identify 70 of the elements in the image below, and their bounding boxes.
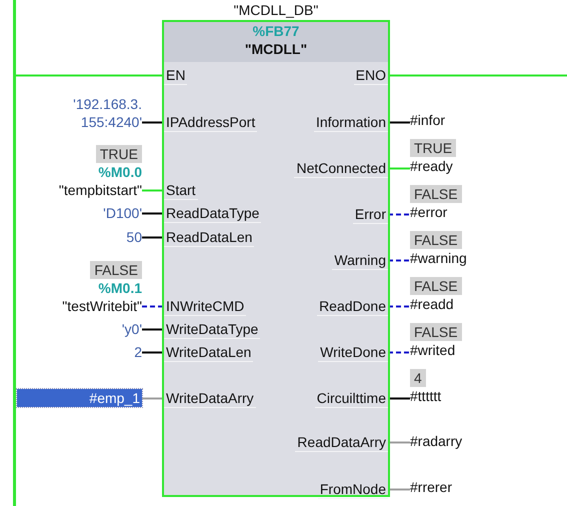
wire bbox=[388, 352, 410, 354]
constant-value: 50 bbox=[2, 228, 142, 246]
pin-label: EN bbox=[164, 66, 188, 85]
status-value: FALSE bbox=[410, 185, 462, 203]
status-value: FALSE bbox=[410, 323, 462, 341]
wire bbox=[388, 168, 410, 170]
constant-value: 'D100' bbox=[2, 204, 142, 222]
pin-label: Circuilttime bbox=[314, 389, 388, 408]
address-label: %M0.0 bbox=[98, 163, 142, 181]
pin-label: WriteDataArry bbox=[164, 389, 256, 408]
constant-value: '192.168.3. 155:4240' bbox=[50, 95, 142, 131]
wire bbox=[388, 122, 410, 124]
status-value: FALSE bbox=[410, 277, 462, 295]
wire bbox=[388, 398, 410, 400]
status-value: TRUE bbox=[96, 145, 142, 163]
variable-name: #rrerer bbox=[410, 478, 452, 496]
wire bbox=[388, 260, 410, 262]
wire bbox=[388, 306, 410, 308]
wire bbox=[388, 214, 410, 216]
block-name: "MCDLL" bbox=[244, 40, 308, 58]
pin-label: Error bbox=[352, 205, 388, 224]
pin-label: ReadDataArry bbox=[295, 433, 388, 452]
pin-label: Start bbox=[164, 181, 198, 200]
pin-label: WriteDataLen bbox=[164, 343, 254, 362]
wire bbox=[142, 190, 164, 192]
status-value: TRUE bbox=[410, 139, 456, 157]
wire bbox=[142, 236, 164, 238]
pin-label: ENO bbox=[354, 66, 388, 85]
variable-name: "testWritebit" bbox=[62, 297, 142, 315]
wire bbox=[142, 306, 164, 308]
instance-name: "MCDLL_DB" bbox=[232, 1, 320, 19]
pin-label: INWriteCMD bbox=[164, 297, 246, 316]
variable-name: #warning bbox=[410, 249, 467, 267]
selected-variable-field: #emp_1 bbox=[17, 389, 142, 407]
block-number: %FB77 bbox=[252, 22, 300, 40]
pin-label: FromNode bbox=[318, 480, 388, 499]
variable-name: #readd bbox=[410, 295, 454, 313]
pin-label: ReadDataLen bbox=[164, 228, 254, 247]
wire bbox=[388, 442, 410, 444]
wire bbox=[16, 74, 164, 76]
pin-label: IPAddressPort bbox=[164, 113, 258, 132]
variable-name: #error bbox=[410, 203, 448, 221]
variable-name: "tempbitstart" bbox=[58, 181, 142, 199]
wire bbox=[142, 352, 164, 354]
function-block bbox=[162, 20, 390, 497]
status-value: FALSE bbox=[90, 261, 142, 279]
wire bbox=[142, 212, 164, 214]
constant-value: 'y0' bbox=[2, 320, 142, 338]
variable-name: #tttttt bbox=[410, 387, 442, 405]
wire bbox=[142, 122, 164, 124]
pin-label: Warning bbox=[332, 251, 388, 270]
variable-name: #ready bbox=[410, 157, 453, 175]
wire bbox=[142, 328, 164, 330]
pin-label: NetConnected bbox=[294, 159, 388, 178]
address-label: %M0.1 bbox=[98, 279, 142, 297]
variable-name: #radarry bbox=[410, 432, 462, 450]
wire bbox=[388, 488, 410, 490]
pin-label: ReadDataType bbox=[164, 204, 262, 223]
wire bbox=[142, 398, 164, 400]
pin-label: WriteDataType bbox=[164, 320, 260, 339]
status-value: FALSE bbox=[410, 231, 462, 249]
pin-label: ReadDone bbox=[317, 297, 388, 316]
variable-name: #infor bbox=[410, 111, 446, 129]
pin-label: Information bbox=[314, 113, 388, 132]
pin-label: WriteDone bbox=[318, 343, 388, 362]
constant-value: 2 bbox=[2, 343, 142, 361]
variable-name: #writed bbox=[410, 341, 456, 359]
power-rail bbox=[13, 0, 16, 506]
wire bbox=[388, 74, 567, 76]
status-value: 4 bbox=[410, 369, 426, 387]
